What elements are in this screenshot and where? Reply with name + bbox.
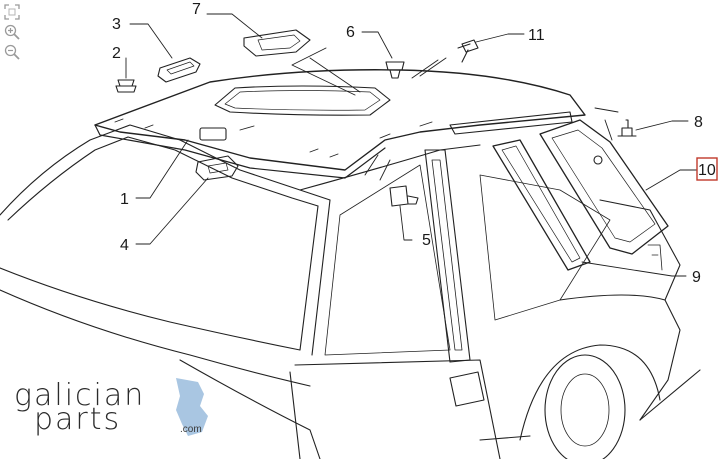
callout-10: 10: [698, 162, 716, 179]
leader-9: [581, 261, 687, 277]
part-4-hook: [195, 155, 239, 181]
leader-bracket: [291, 47, 619, 181]
a-pillar: [299, 199, 331, 356]
part-10-clip-hole: [593, 155, 603, 165]
sunroof-inner: [224, 90, 381, 111]
windshield-frame: [0, 124, 331, 216]
callout-7: 7: [192, 1, 201, 18]
sunroof-opening: [214, 85, 391, 116]
callout-5: 5: [422, 232, 431, 249]
hood-edge: [0, 289, 311, 387]
galicianparts-logo: galician parts .com: [12, 376, 222, 440]
logo-suffix: .com: [180, 424, 202, 435]
rear-quarter: [559, 294, 681, 421]
headliner-clips: [114, 118, 433, 158]
zoom-toolbar: [3, 3, 25, 63]
front-door-window: [324, 164, 451, 356]
leader-5: [399, 205, 413, 241]
headliner-rail: [449, 111, 573, 135]
part-6-fastener: [385, 61, 405, 79]
part-3-hook: [157, 57, 201, 83]
rear-wheel: [544, 354, 626, 459]
sill: [479, 369, 701, 441]
leader-4: [135, 177, 209, 245]
leader-1: [135, 139, 189, 199]
b-pillar-inner: [431, 159, 463, 351]
dome-light-recess: [199, 127, 227, 141]
rear-wheel-arch: [519, 344, 661, 441]
leader-7: [206, 13, 263, 39]
logo-map-shape: [176, 378, 208, 436]
logo-line-2: parts: [34, 402, 122, 437]
door-panel: [289, 359, 501, 459]
leader-6: [361, 31, 393, 59]
part-9-trim: [492, 139, 591, 271]
windshield-glass: [7, 136, 319, 221]
callout-1: 1: [120, 191, 129, 208]
leader-10: [645, 169, 698, 191]
part-10-trim-inner: [551, 129, 656, 243]
part-7-housing: [243, 29, 311, 57]
zoom-in-icon[interactable]: [3, 23, 21, 41]
hood-line: [0, 267, 301, 351]
leader-3: [129, 23, 173, 59]
front-door-top: [299, 144, 481, 191]
callout-6: 6: [346, 24, 355, 41]
part-5-clip: [389, 185, 419, 207]
callout-9: 9: [692, 269, 701, 286]
callout-2: 2: [112, 45, 121, 62]
quarter-window-line: [647, 244, 663, 271]
part-8-screw: [617, 119, 637, 137]
c-pillar: [599, 199, 681, 301]
rear-wheel-hub: [560, 373, 610, 447]
callout-8: 8: [694, 114, 703, 131]
zoom-out-icon[interactable]: [3, 43, 21, 61]
callout-11: 11: [528, 27, 545, 44]
callout-4: 4: [120, 237, 129, 254]
headliner-front-edge: [94, 124, 386, 179]
leader-11: [475, 33, 525, 43]
door-handle: [449, 371, 485, 407]
fit-to-screen-icon[interactable]: [3, 3, 21, 21]
logo-line-1: galician: [14, 378, 146, 413]
headliner: [94, 69, 586, 171]
part-9-trim-inner: [501, 145, 581, 263]
part-4-hook-inner: [207, 162, 229, 174]
b-pillar-frame: [424, 149, 471, 363]
part-3-hook-inner: [166, 61, 195, 75]
part-11-screw: [457, 39, 479, 63]
part-2-clip: [115, 79, 137, 93]
part-10-trim: [539, 119, 669, 255]
callout-10-highlight: [696, 157, 718, 181]
front-fender: [179, 359, 321, 459]
part-7-housing-inner: [257, 34, 301, 51]
callout-3: 3: [112, 16, 121, 33]
leader-8: [635, 120, 689, 131]
